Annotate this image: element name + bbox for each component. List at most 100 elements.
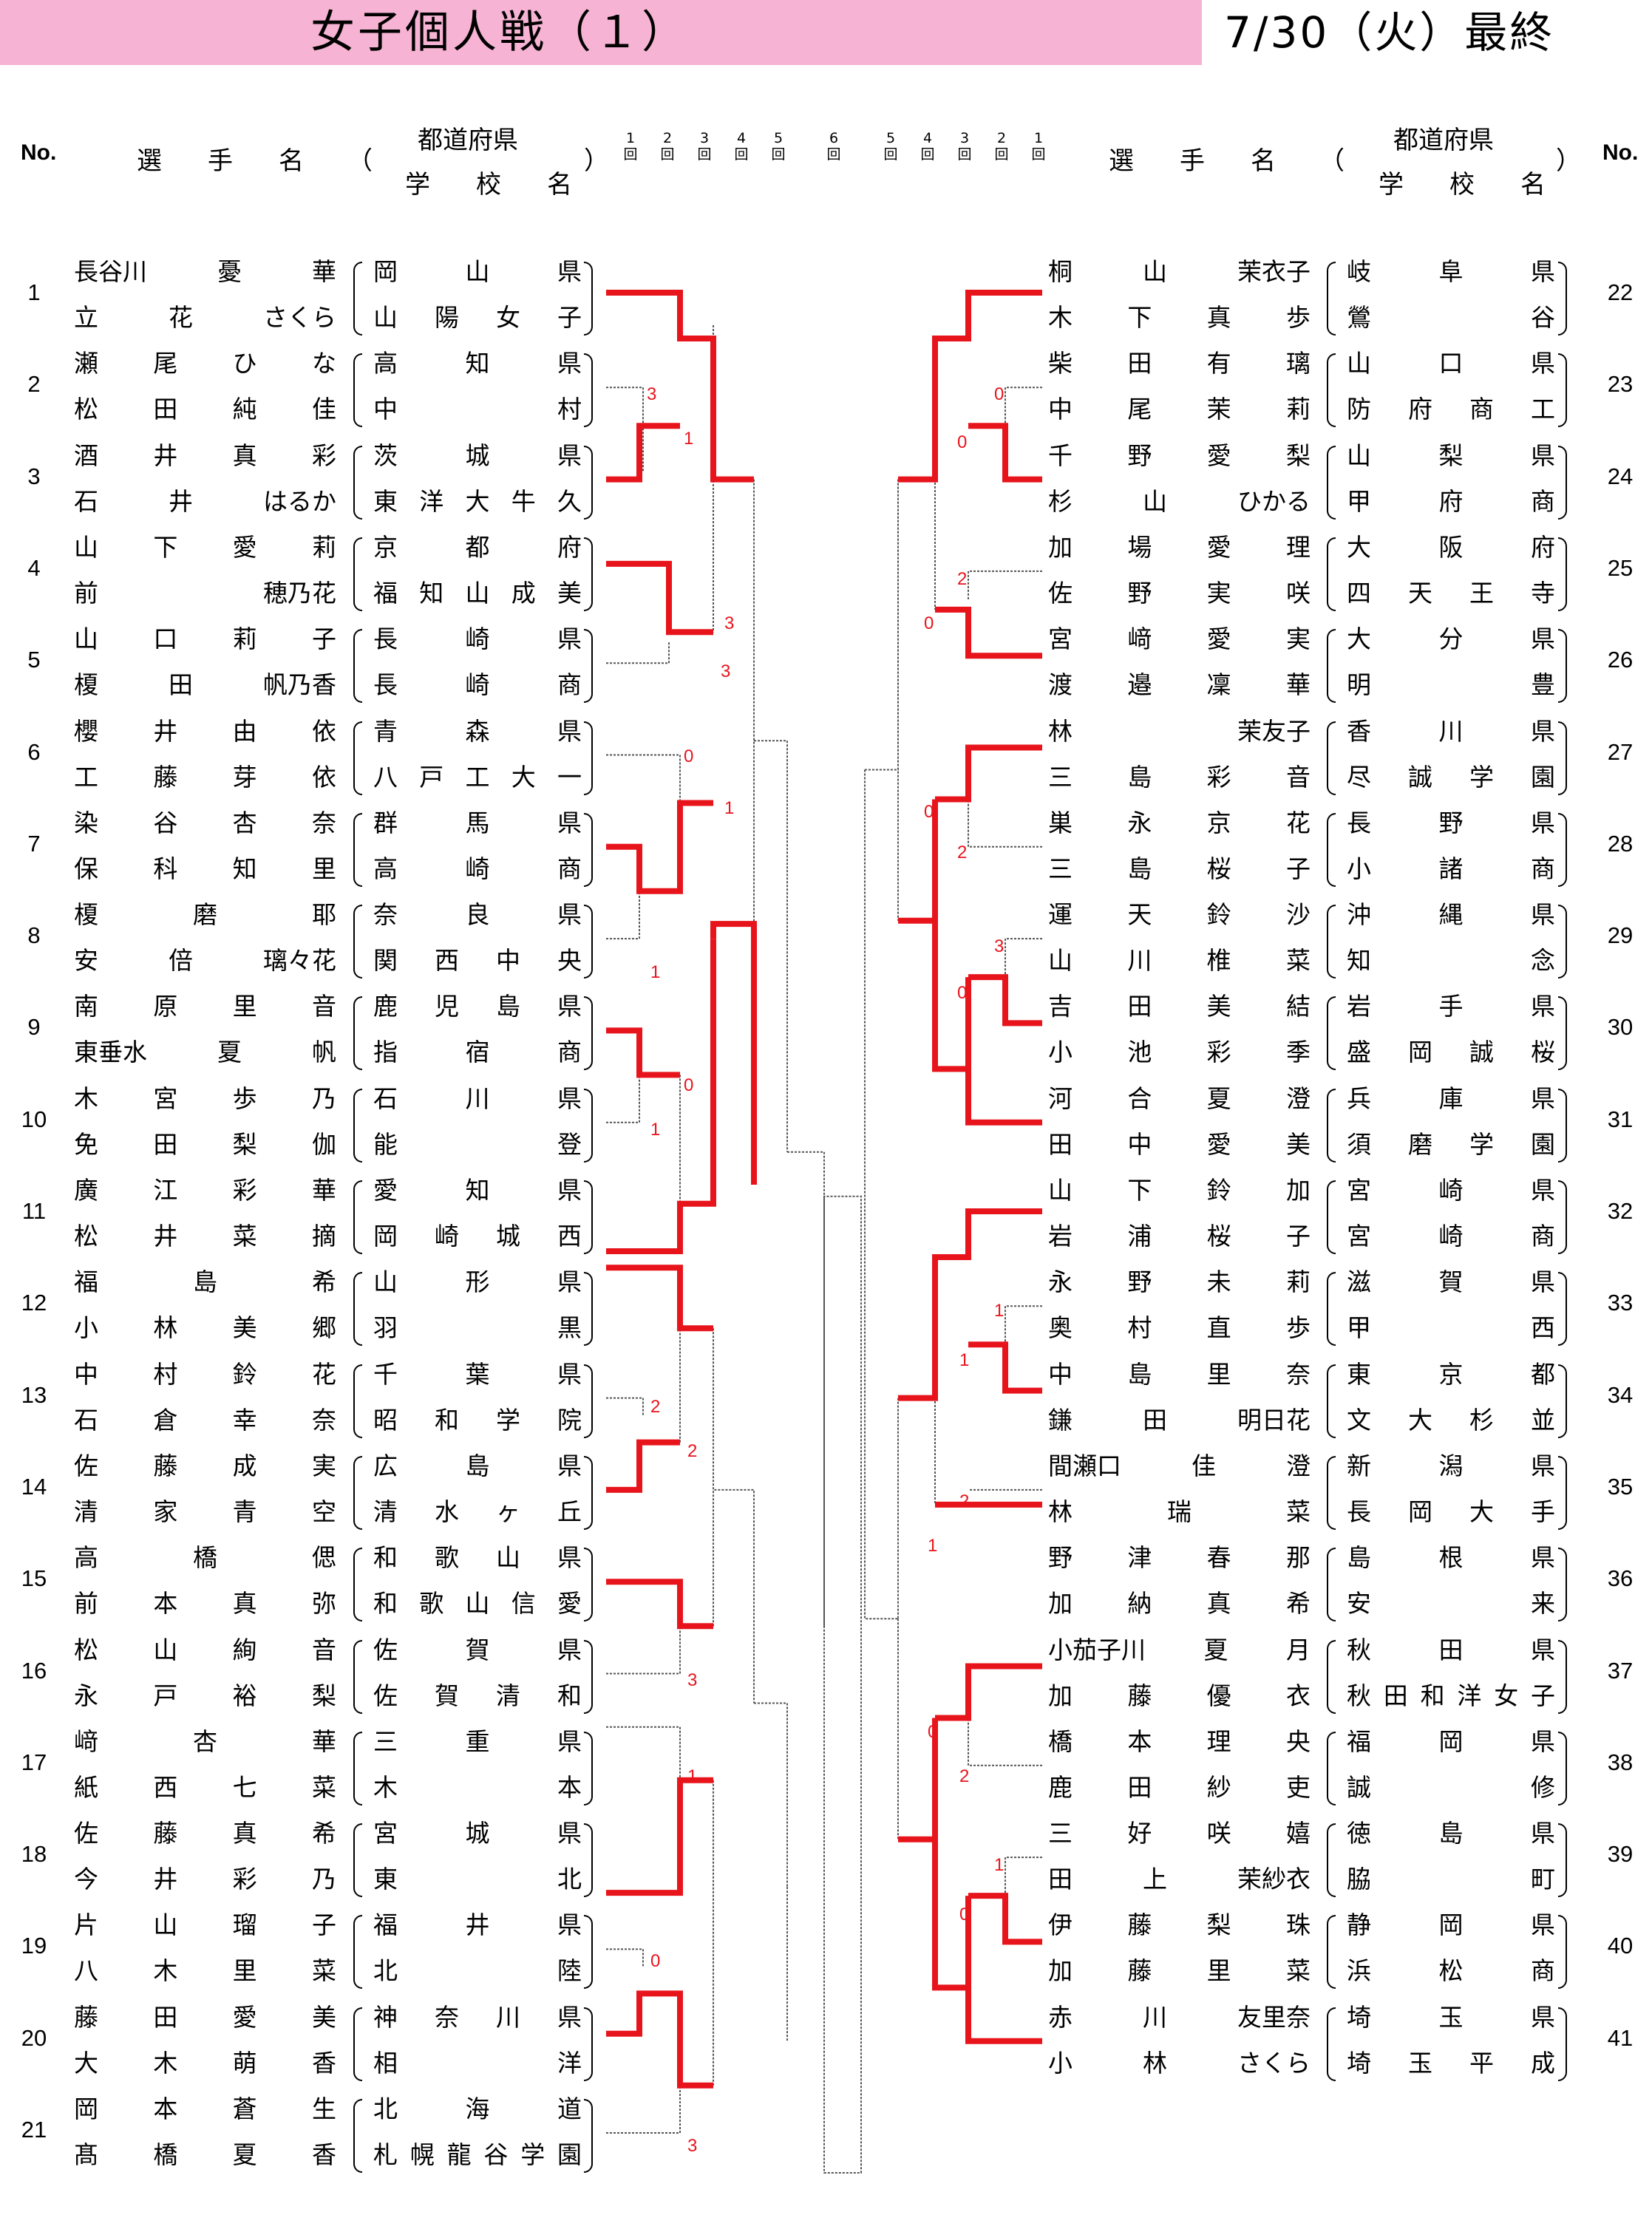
prefecture: 群馬県 <box>373 808 582 837</box>
player-name: 野津春那 <box>1048 1543 1311 1573</box>
player-name: 中村鈴花 <box>74 1359 336 1389</box>
school: 木本 <box>373 1772 582 1802</box>
player-name: 小林さくら <box>1048 2048 1311 2077</box>
no-header-left: No. <box>21 140 57 165</box>
prefecture: 鹿児島県 <box>373 992 582 1021</box>
entry-number: 19 <box>21 1933 47 1959</box>
player-name: 安倍璃々花 <box>74 946 336 976</box>
match-score: 2 <box>687 1441 698 1461</box>
bracket-line <box>606 1990 713 2089</box>
player-name: 工藤芽依 <box>74 762 336 792</box>
school: 岡崎城西 <box>373 1222 582 1250</box>
bracket-line <box>968 974 1042 1027</box>
bracket-line <box>713 1328 755 1704</box>
match-score: 0 <box>924 613 934 633</box>
school: 佐賀清和 <box>373 1681 582 1710</box>
bracket-line <box>787 1151 825 1627</box>
entry-number: 3 <box>27 463 41 489</box>
prefecture: 佐賀県 <box>373 1635 582 1664</box>
bracket-line <box>935 1663 1042 1721</box>
player-name: 廣江彩華 <box>74 1176 336 1205</box>
prefecture: 青森県 <box>373 716 582 746</box>
school: 昭和学院 <box>373 1405 582 1435</box>
bracket-line <box>606 560 713 636</box>
school: 中村 <box>373 395 582 424</box>
entry-number: 26 <box>1607 647 1634 673</box>
match-score: 3 <box>994 936 1005 956</box>
bracket-line <box>932 920 971 1123</box>
school: 甲西 <box>1347 1313 1555 1343</box>
entry-number: 28 <box>1607 830 1634 857</box>
player-name: 田上茉紗衣 <box>1048 1865 1311 1894</box>
school-bracket-open <box>353 2007 362 2081</box>
player-name: 橋本理央 <box>1048 1726 1311 1756</box>
title-banner <box>0 0 1202 65</box>
player-name: 南原里音 <box>74 992 336 1021</box>
name-header-right: 選 手 名 <box>1109 146 1286 176</box>
player-name: 三島彩音 <box>1048 762 1311 792</box>
bracket-line <box>935 744 1042 803</box>
player-name: 三好咲嬉 <box>1048 1819 1311 1848</box>
player-name: 鹿田紗吏 <box>1048 1772 1311 1802</box>
player-name: 松井菜摘 <box>74 1222 336 1250</box>
school-bracket-open <box>1327 812 1336 887</box>
player-name: 木宮歩乃 <box>74 1083 336 1113</box>
school: 小諸商 <box>1347 854 1555 883</box>
entry-number: 14 <box>21 1473 47 1500</box>
player-name: 石倉幸奈 <box>74 1405 336 1435</box>
player-name: 佐藤成実 <box>74 1451 336 1480</box>
school: 四天王寺 <box>1347 578 1555 608</box>
match-score: 1 <box>650 1120 661 1140</box>
bracket-line <box>606 1726 681 1780</box>
player-name: 櫻井由依 <box>74 716 336 746</box>
bracket-line <box>606 754 681 873</box>
prefecture: 三重県 <box>373 1726 582 1756</box>
school: 誠修 <box>1347 1772 1555 1802</box>
player-name: 河合夏澄 <box>1048 1083 1311 1113</box>
bracket-line <box>898 1208 1042 1401</box>
bracket-line <box>606 1439 680 1493</box>
bracket-line <box>1005 1305 1042 1345</box>
entry-number: 29 <box>1607 922 1634 949</box>
school: 相洋 <box>373 2048 582 2077</box>
school-bracket-open <box>1327 1088 1336 1163</box>
entry-number: 27 <box>1607 738 1634 765</box>
bracket-line <box>935 606 1042 659</box>
school: 山陽女子 <box>373 303 582 332</box>
player-name: 小茄子川夏月 <box>1048 1635 1311 1664</box>
entry-number: 21 <box>21 2117 47 2143</box>
prefecture: 兵庫県 <box>1347 1083 1555 1113</box>
entry-number: 22 <box>1607 279 1634 305</box>
player-name: 山口莉子 <box>74 625 336 654</box>
player-name: 免田梨伽 <box>74 1129 336 1159</box>
player-name: 永戸裕梨 <box>74 1681 336 1710</box>
player-name: 杉山ひかる <box>1048 486 1311 516</box>
match-score: 1 <box>959 1350 970 1370</box>
player-name: 髙橋夏香 <box>74 2140 336 2169</box>
entry-number: 40 <box>1607 1933 1634 1959</box>
match-score: 2 <box>957 843 968 862</box>
player-name: 大木萌香 <box>74 2048 336 2077</box>
entry-number: 24 <box>1607 463 1634 489</box>
school: 宮崎商 <box>1347 1222 1555 1250</box>
bracket-line <box>710 921 757 1185</box>
bracket-line <box>606 423 680 483</box>
player-name: 高橋偲 <box>74 1543 336 1573</box>
school: 文大杉並 <box>1347 1405 1555 1435</box>
prefecture: 宮崎県 <box>1347 1176 1555 1205</box>
match-score: 0 <box>957 983 968 1003</box>
entry-number: 20 <box>21 2024 47 2051</box>
prefecture: 香川県 <box>1347 716 1555 746</box>
prefecture: 山梨県 <box>1347 440 1555 470</box>
entry-number: 33 <box>1607 1290 1634 1316</box>
bracket-line <box>606 1075 640 1123</box>
player-name: 染谷杏奈 <box>74 808 336 837</box>
match-score: 3 <box>647 384 657 404</box>
school-bracket-open <box>353 537 362 611</box>
bracket-line <box>606 1579 713 1630</box>
prefecture: 神奈川県 <box>373 2002 582 2032</box>
